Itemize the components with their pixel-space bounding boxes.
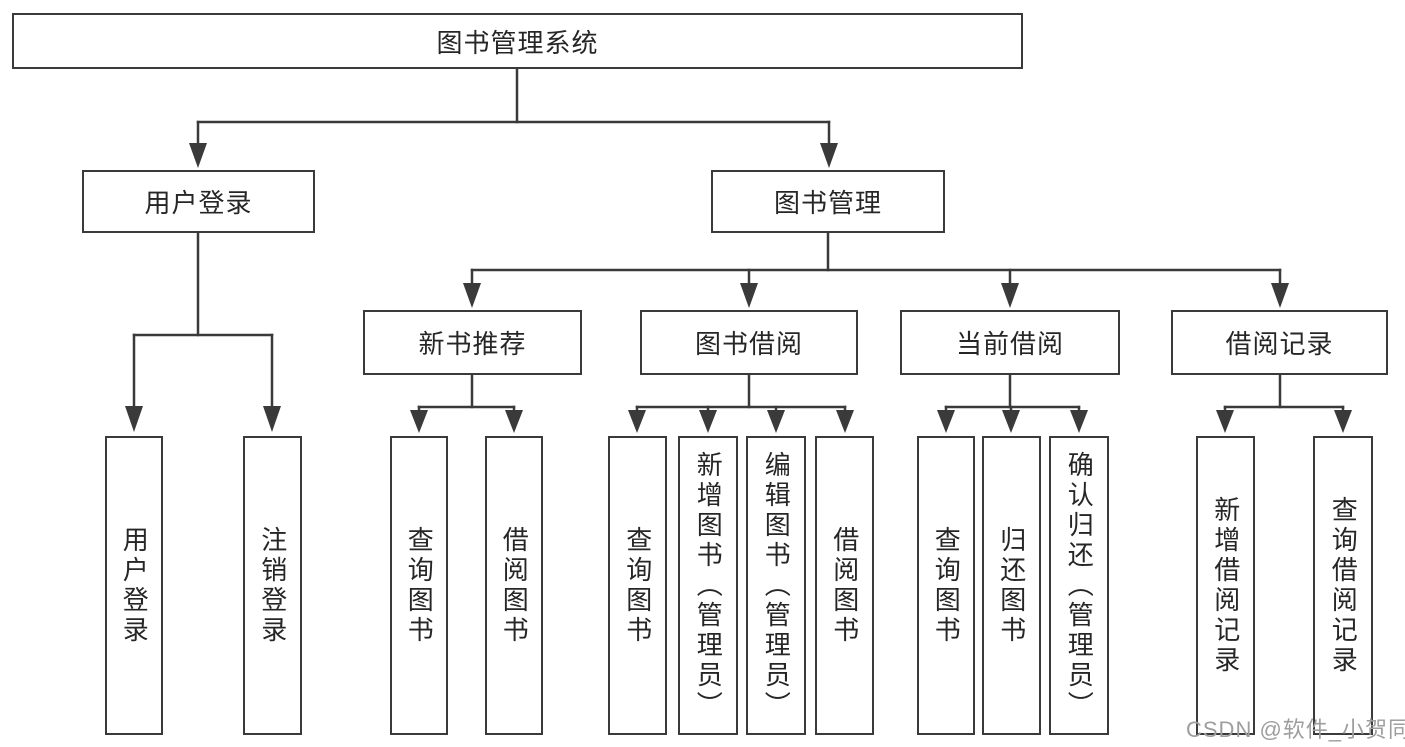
leaf-query-books-1: 查询图书 [390,436,448,735]
leaf-label: 查询借阅记录 [1328,495,1359,676]
leaf-label: 注销登录 [257,525,288,646]
leaf-add-borrow-record: 新增借阅记录 [1196,436,1255,735]
arrow-to-leaf-query3 [937,410,955,433]
leaf-label: 新增借阅记录 [1210,495,1241,676]
arrow-to-leaf-add-book [699,410,717,433]
arrow-to-leaf-query-record [1334,410,1352,433]
arrow-to-leaf-borrow2 [836,410,854,433]
node-label: 图书借阅 [694,329,803,359]
node-book-management: 图书管理 [711,170,945,233]
leaf-borrow-books-1: 借阅图书 [485,436,543,735]
leaf-query-borrow-record: 查询借阅记录 [1313,436,1373,735]
arrow-to-book-management [820,143,838,168]
watermark: CSDN @软件_小贺同学 [1186,717,1405,742]
leaf-user-login: 用户登录 [105,436,163,735]
arrow-to-current-borrowing [1001,283,1019,308]
node-borrowing-records: 借阅记录 [1171,310,1388,375]
leaf-label: 新增图书（管理员） [693,450,724,721]
leaf-label: 查询图书 [622,525,653,646]
arrow-to-leaf-query2 [628,410,646,433]
leaf-label: 借阅图书 [499,525,530,646]
node-label: 新书推荐 [418,329,527,359]
leaf-query-books-3: 查询图书 [917,436,975,735]
leaf-return-books: 归还图书 [982,436,1041,735]
arrow-to-leaf-query1 [410,410,428,433]
leaf-label: 查询图书 [404,525,435,646]
node-label: 当前借阅 [955,329,1064,359]
arrow-to-leaf-user-login [125,406,143,432]
node-label: 图书管理 [773,188,882,218]
leaf-label: 归还图书 [996,525,1027,646]
leaf-confirm-return-admin: 确认归还（管理员） [1049,436,1109,735]
arrow-to-borrow-records [1271,283,1289,308]
leaf-label: 借阅图书 [829,525,860,646]
arrow-to-leaf-logout [263,406,281,432]
leaf-label: 确认归还（管理员） [1064,450,1095,721]
arrow-to-leaf-edit-book [767,410,785,433]
arrow-to-leaf-borrow1 [505,410,523,433]
leaf-borrow-books-2: 借阅图书 [815,436,874,735]
node-new-book-recommendation: 新书推荐 [363,310,582,375]
arrow-to-leaf-confirm-return [1070,410,1088,433]
leaf-add-book-admin: 新增图书（管理员） [678,436,738,735]
arrow-to-leaf-return [1002,410,1020,433]
leaf-query-books-2: 查询图书 [608,436,667,735]
node-label: 图书管理系统 [436,27,599,58]
leaf-label: 编辑图书（管理员） [761,450,792,721]
leaf-label: 用户登录 [119,525,150,646]
leaf-label: 查询图书 [931,525,962,646]
node-library-management-system: 图书管理系统 [12,13,1023,69]
leaf-logout: 注销登录 [243,436,302,735]
node-label: 借阅记录 [1225,329,1334,359]
arrow-to-leaf-add-record [1216,410,1234,433]
arrow-to-user-login [189,143,207,168]
arrow-to-new-book [463,283,481,308]
arrow-to-book-borrowing [740,283,758,308]
node-user-login: 用户登录 [82,170,315,233]
node-label: 用户登录 [144,188,253,218]
node-current-borrowing: 当前借阅 [900,310,1120,375]
leaf-edit-book-admin: 编辑图书（管理员） [746,436,806,735]
node-book-borrowing: 图书借阅 [640,310,858,375]
